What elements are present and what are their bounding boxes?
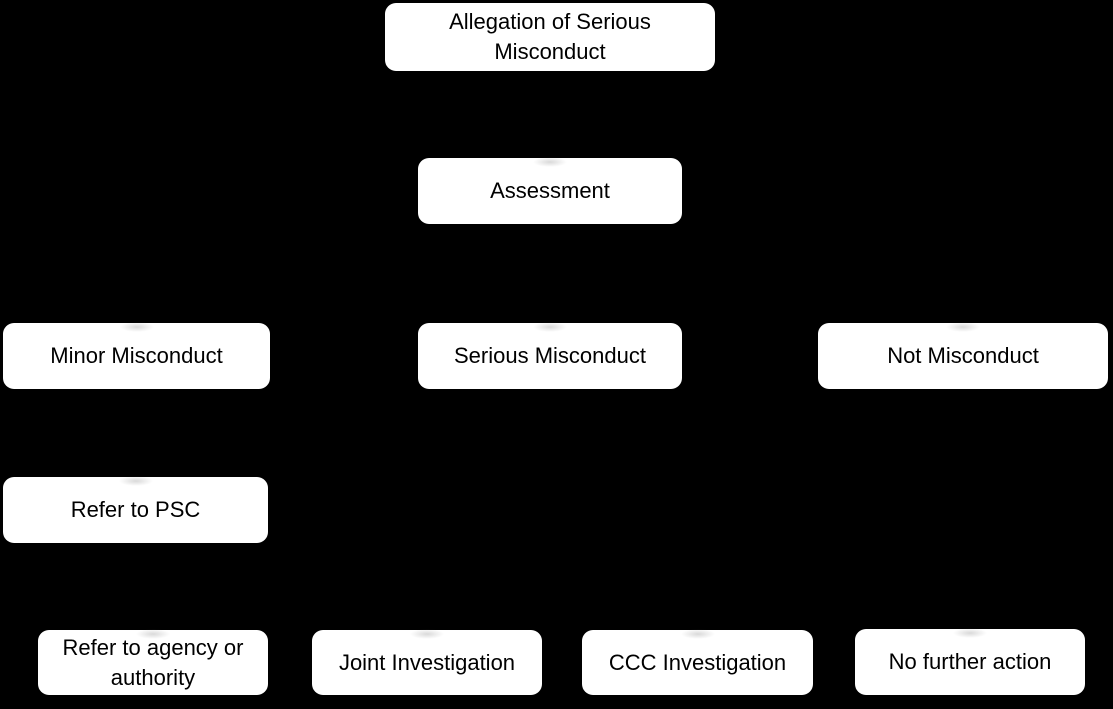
node-joint-investigation: Joint Investigation [312,630,542,695]
node-label: Refer to agency or authority [62,634,244,690]
node-refer-to-psc: Refer to PSC [3,477,268,543]
node-assessment: Assessment [418,158,682,224]
node-label: CCC Investigation [608,649,787,675]
node-label: Joint Investigation [338,649,516,675]
node-no-further-action: No further action [855,629,1085,695]
node-label: Allegation of Serious Misconduct [449,9,651,64]
node-label: Assessment [490,178,610,204]
node-not-misconduct: Not Misconduct [818,323,1108,389]
node-label: Refer to PSC [70,497,201,523]
node-label: No further action [888,649,1052,675]
node-ccc-investigation: CCC Investigation [582,630,813,695]
node-minor-misconduct: Minor Misconduct [3,323,270,389]
node-label: Minor Misconduct [50,343,223,369]
node-label: Serious Misconduct [454,343,646,369]
node-label: Not Misconduct [887,343,1039,369]
node-refer-to-agency-or-authority: Refer to agency or authority [38,630,268,695]
node-serious-misconduct: Serious Misconduct [418,323,682,389]
node-allegation-of-serious-misconduct: Allegation of Serious Misconduct [385,3,715,71]
